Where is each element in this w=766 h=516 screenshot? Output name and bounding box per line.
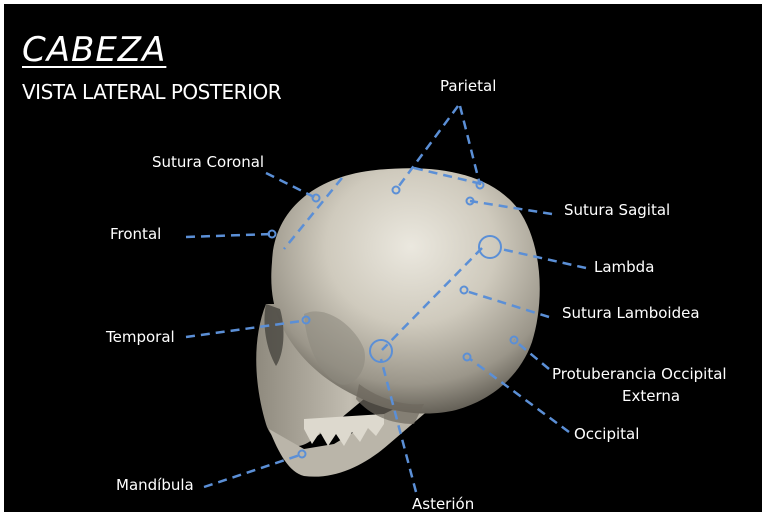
label-frontal: Frontal — [110, 226, 161, 243]
label-sutura-coronal: Sutura Coronal — [152, 154, 264, 171]
label-occipital: Occipital — [574, 426, 639, 443]
diagram-canvas: CABEZA VISTA LATERAL POSTERIOR Parietal … — [4, 4, 762, 512]
label-protuberancia-externa: Externa — [622, 388, 680, 405]
label-sutura-sagital: Sutura Sagital — [564, 202, 670, 219]
label-parietal: Parietal — [440, 78, 496, 95]
label-protuberancia-occipital: Protuberancia Occipital — [552, 366, 727, 383]
label-temporal: Temporal — [106, 329, 175, 346]
page-title: CABEZA — [22, 30, 166, 70]
label-sutura-lamboidea: Sutura Lamboidea — [562, 305, 700, 322]
label-mandibula: Mandíbula — [116, 477, 194, 494]
page-subtitle: VISTA LATERAL POSTERIOR — [22, 80, 281, 104]
label-asterion: Asterión — [412, 496, 474, 512]
label-lambda: Lambda — [594, 259, 654, 276]
